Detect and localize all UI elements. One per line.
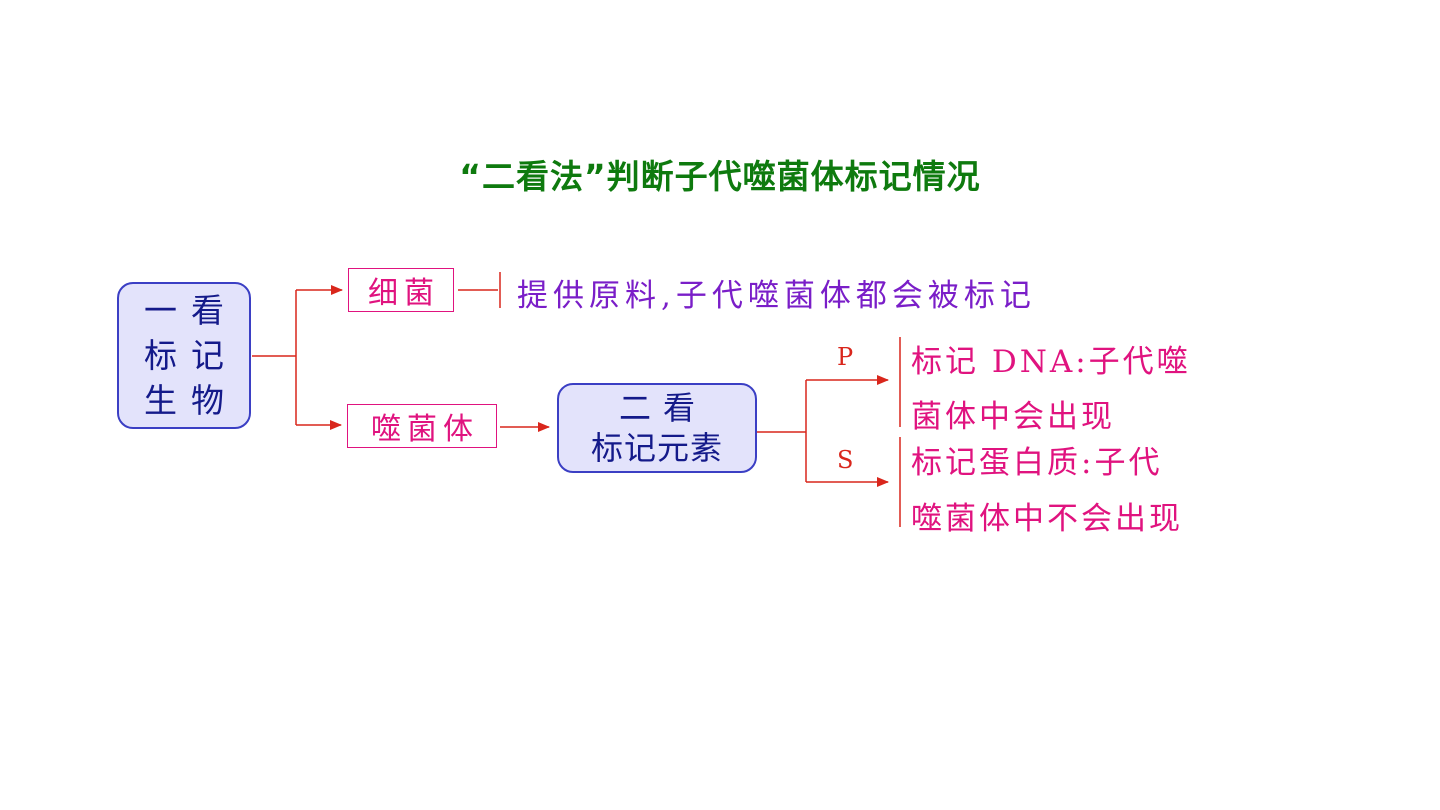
first-look-line: 一看 (144, 291, 238, 330)
phage-label: 噬菌体 (371, 412, 479, 447)
second-look-box: 二看 标记元素 (557, 383, 757, 473)
s-result-line: 标记蛋白质:子代 (911, 445, 1163, 481)
first-look-line: 标记 (144, 336, 238, 375)
phage-box: 噬菌体 (347, 404, 497, 448)
s-result-line: 噬菌体中不会出现 (911, 501, 1183, 537)
first-look-line: 生物 (144, 381, 238, 420)
first-look-box: 一看 标记 生物 (117, 282, 251, 429)
second-look-line: 二看 (618, 389, 707, 427)
bacteria-box: 细菌 (348, 268, 454, 312)
bacteria-label: 细菌 (368, 276, 440, 311)
s-element-label: S (837, 446, 854, 474)
second-look-line: 标记元素 (590, 429, 723, 467)
p-result-line: 标记 DNA:子代噬 (911, 344, 1191, 380)
p-result-line: 菌体中会出现 (911, 399, 1115, 435)
p-element-label: P (837, 343, 854, 371)
diagram-title: “二看法”判断子代噬菌体标记情况 (459, 157, 981, 196)
bacteria-result-text: 提供原料,子代噬菌体都会被标记 (517, 278, 1036, 314)
